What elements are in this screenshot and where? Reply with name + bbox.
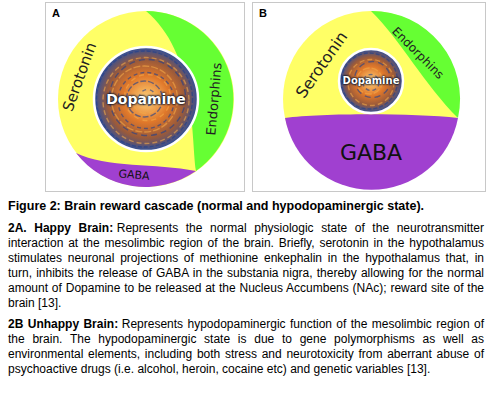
paragraph-heading: 2A. Happy Brain: (8, 221, 113, 235)
region-label: GABA (340, 142, 402, 164)
region-fill (146, 11, 233, 171)
description-paragraph: 2B Unhappy Brain:Represents hypodopamine… (8, 317, 484, 377)
dopamine-fill (339, 49, 403, 113)
region-fill (58, 11, 234, 187)
region-fill (76, 153, 196, 187)
panel-letter: A (52, 7, 60, 19)
region-label: Dopamine (343, 76, 400, 86)
figure-caption: Figure 2: Brain reward cascade (normal a… (8, 199, 484, 214)
texture-ring (97, 51, 193, 147)
region-label: GABA (118, 168, 150, 182)
description-paragraph: 2A. Happy Brain:Represents the normal ph… (8, 221, 484, 311)
texture-ring (103, 58, 189, 144)
dopamine-fill (94, 47, 198, 151)
dopamine-rim (339, 49, 403, 113)
caption-text: Figure 2: Brain reward cascade (normal a… (8, 199, 424, 213)
panel-happy-brain: ASerotoninDopamineEndorphinsGABA (45, 2, 245, 192)
panel-letter: B (259, 7, 267, 19)
panel-unhappy-brain: BSerotoninEndorphinsDopamineGABA (252, 2, 486, 192)
region-label: Dopamine (106, 92, 186, 106)
dopamine-rim (94, 47, 198, 151)
region-fill (285, 114, 458, 190)
paragraph-heading: 2B Unhappy Brain: (8, 317, 118, 331)
